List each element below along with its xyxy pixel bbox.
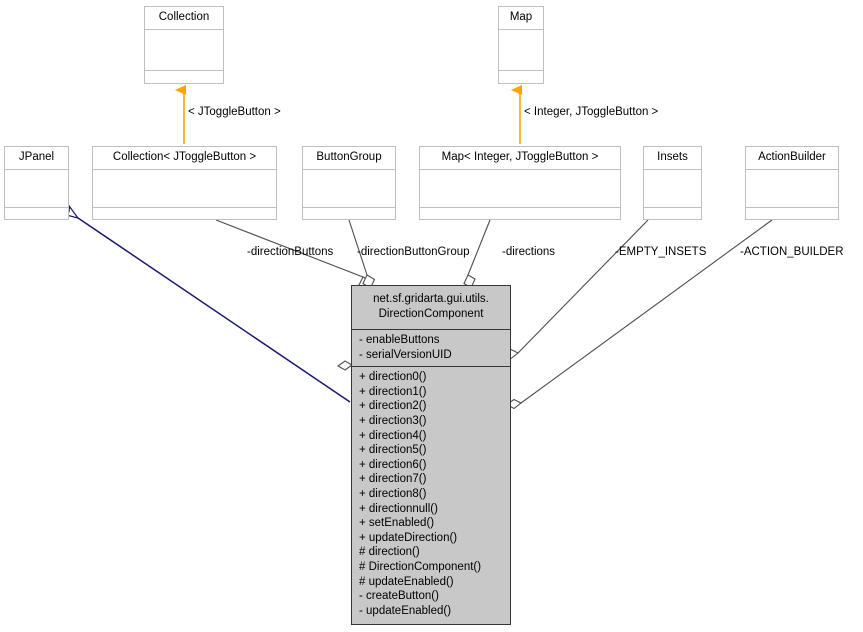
class-attributes-collection xyxy=(145,30,223,71)
class-attribute: - enableButtons xyxy=(359,334,440,346)
class-operation: # updateEnabled() xyxy=(359,575,454,588)
class-box-jpanel[interactable]: JPanel xyxy=(4,146,69,220)
class-operation: - updateEnabled() xyxy=(359,604,452,617)
class-name-directioncomponent: net.sf.gridarta.gui.utils. DirectionComp… xyxy=(352,286,510,330)
class-name-insets: Insets xyxy=(644,147,701,170)
class-attributes-map-integer-jtogglebutton xyxy=(420,170,620,208)
edge-label-directions: -directions xyxy=(502,246,556,258)
class-operation: + direction3() xyxy=(359,414,427,427)
class-operation: + direction7() xyxy=(359,473,427,486)
class-box-buttongroup[interactable]: ButtonGroup xyxy=(302,146,396,220)
class-box-map[interactable]: Map xyxy=(498,6,544,84)
class-operation: + direction5() xyxy=(359,444,427,457)
class-operations-collection-jtogglebutton xyxy=(93,208,276,220)
class-name-simple: DirectionComponent xyxy=(378,308,484,320)
class-operations-map xyxy=(499,71,543,84)
class-operation: + direction2() xyxy=(359,400,427,413)
edge-label-empty-insets: -EMPTY_INSETS xyxy=(615,246,707,258)
class-name-collection: Collection xyxy=(145,7,223,30)
class-operations-actionbuilder xyxy=(746,208,838,220)
class-name-actionbuilder: ActionBuilder xyxy=(746,147,838,170)
class-operation: + direction6() xyxy=(359,458,427,471)
class-box-collection-jtogglebutton[interactable]: Collection< JToggleButton > xyxy=(92,146,277,220)
class-box-actionbuilder[interactable]: ActionBuilder xyxy=(745,146,839,220)
class-operation: + setEnabled() xyxy=(359,517,435,530)
edge-empty-insets xyxy=(502,219,649,360)
class-name-map: Map xyxy=(499,7,543,30)
focus-left-diamond xyxy=(336,360,354,371)
class-box-map-integer-jtogglebutton[interactable]: Map< Integer, JToggleButton > xyxy=(419,146,621,220)
edge-label-binding-collection: < JToggleButton > xyxy=(188,106,281,118)
class-operations-directioncomponent: + direction0() + direction1() + directio… xyxy=(352,367,510,624)
class-operation: + direction0() xyxy=(359,371,427,384)
class-operation: # DirectionComponent() xyxy=(359,560,482,573)
class-operations-jpanel xyxy=(5,208,68,220)
class-attribute: - serialVersionUID xyxy=(359,348,452,361)
class-attributes-actionbuilder xyxy=(746,170,838,208)
class-operations-buttongroup xyxy=(303,208,395,220)
class-box-collection[interactable]: Collection xyxy=(144,6,224,84)
class-attributes-insets xyxy=(644,170,701,208)
class-operation: + updateDirection() xyxy=(359,531,458,544)
class-operations-insets xyxy=(644,208,701,220)
class-operation: + direction8() xyxy=(359,487,427,500)
class-attributes-buttongroup xyxy=(303,170,395,208)
class-operation: # direction() xyxy=(359,546,420,559)
class-box-insets[interactable]: Insets xyxy=(643,146,702,220)
class-name-collection-jtogglebutton: Collection< JToggleButton > xyxy=(93,147,276,170)
class-operation: + direction1() xyxy=(359,385,427,398)
class-attributes-collection-jtogglebutton xyxy=(93,170,276,208)
edge-label-direction-button-group: -directionButtonGroup xyxy=(357,246,470,258)
class-operations-collection xyxy=(145,71,223,84)
class-name-package: net.sf.gridarta.gui.utils. xyxy=(373,293,489,305)
class-name-map-integer-jtogglebutton: Map< Integer, JToggleButton > xyxy=(420,147,620,170)
edge-label-direction-buttons: -directionButtons xyxy=(247,246,334,258)
class-operations-map-integer-jtogglebutton xyxy=(420,208,620,220)
edge-label-binding-map: < Integer, JToggleButton > xyxy=(524,106,659,118)
edge-label-action-builder: -ACTION_BUILDER xyxy=(740,246,844,258)
class-attributes-map xyxy=(499,30,543,71)
class-box-directioncomponent[interactable]: net.sf.gridarta.gui.utils. DirectionComp… xyxy=(351,285,511,625)
class-attributes-jpanel xyxy=(5,170,68,208)
class-operation: + direction4() xyxy=(359,429,427,442)
class-name-jpanel: JPanel xyxy=(5,147,68,170)
class-operation: - createButton() xyxy=(359,590,439,603)
class-name-buttongroup: ButtonGroup xyxy=(303,147,395,170)
class-attributes-directioncomponent: - enableButtons - serialVersionUID xyxy=(352,330,510,368)
class-operation: + directionnull() xyxy=(359,502,438,515)
